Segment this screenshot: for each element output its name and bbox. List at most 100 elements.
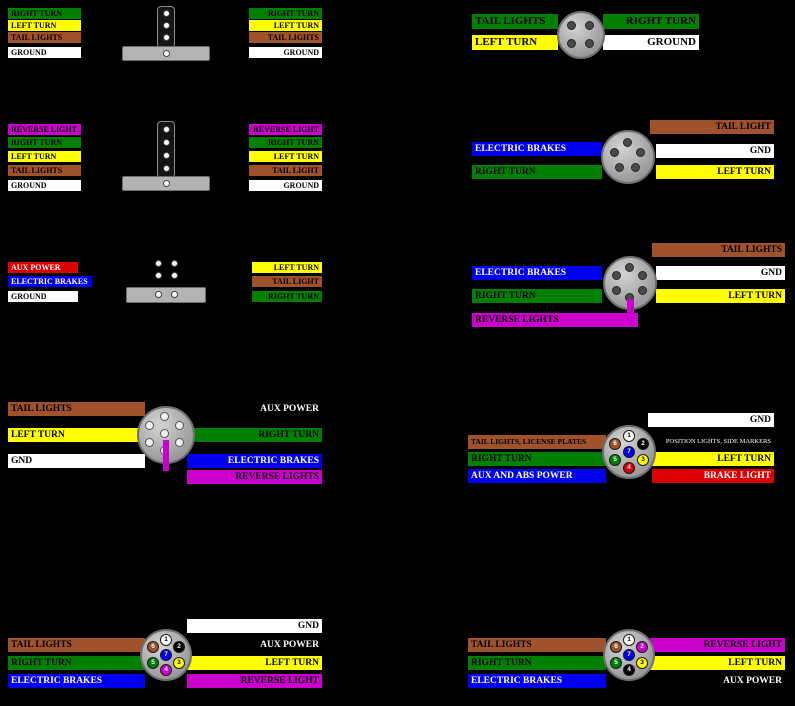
connector-socket: [160, 412, 169, 421]
connector-pin: [585, 21, 594, 30]
wire-electric-brakes: ELECTRIC BRAKES: [8, 674, 145, 688]
wire-aux-power: AUX POWER: [187, 402, 322, 416]
pin-5: 5: [610, 657, 622, 669]
pin-4: 4: [160, 664, 172, 676]
wire-right-turn: RIGHT TURN: [8, 137, 81, 148]
connector-contact: [163, 180, 170, 187]
pin-4: 4: [623, 462, 635, 474]
connector-contact: [163, 165, 170, 172]
connector-contact: [155, 291, 162, 298]
wire-reverse-light: REVERSE LIGHT: [249, 124, 322, 135]
wire-tail-light: TAIL LIGHT: [650, 120, 774, 134]
connector-socket: [145, 421, 154, 430]
connector-socket: [145, 438, 154, 447]
connector-pin: [638, 286, 647, 295]
connector-contact: [163, 139, 170, 146]
wire-right-turn: RIGHT TURN: [472, 289, 602, 303]
connector-6pin-square-body: [126, 287, 206, 303]
reverse-light-lead: [627, 299, 634, 314]
connector-contact: [163, 50, 170, 57]
wire-right-turn: RIGHT TURN: [252, 291, 322, 302]
connector-pin: [615, 163, 624, 172]
wire-tail-lights: TAIL LIGHTS: [8, 402, 145, 416]
wire-left-turn: LEFT TURN: [8, 20, 81, 31]
connector-4pin-round-body: [557, 11, 605, 59]
wire-left-turn: LEFT TURN: [472, 35, 558, 50]
connector-socket: [175, 421, 184, 430]
wire-electric-brakes: ELECTRIC BRAKES: [8, 276, 92, 287]
wire-left-turn: LEFT TURN: [656, 165, 774, 179]
pin-7: 7: [623, 446, 635, 458]
wire-ground: GROUND: [603, 35, 699, 50]
pin-3: 3: [636, 657, 648, 669]
connector-pin: [631, 163, 640, 172]
wire-gnd: GND: [656, 144, 774, 158]
connector-contact: [163, 22, 170, 29]
pin-6: 6: [609, 438, 621, 450]
connector-contact: [171, 291, 178, 298]
wire-aux-abs-power: AUX AND ABS POWER: [468, 469, 606, 483]
wire-aux-power: AUX POWER: [187, 638, 322, 652]
wire-electric-brakes: ELECTRIC BRAKES: [472, 266, 602, 280]
wire-left-turn: LEFT TURN: [249, 151, 322, 162]
connector-socket: [160, 429, 169, 438]
connector-pin: [612, 271, 621, 280]
pin-6: 6: [147, 641, 159, 653]
connector-contact: [155, 272, 162, 279]
connector-pin: [585, 39, 594, 48]
connector-contact: [163, 152, 170, 159]
wire-reverse-light: REVERSE LIGHT: [8, 124, 81, 135]
wire-electric-brakes: ELECTRIC BRAKES: [187, 454, 322, 468]
wire-position-lights-side-markers: POSITION LIGHTS, SIDE MARKERS: [652, 435, 774, 449]
wire-right-turn: RIGHT TURN: [8, 656, 145, 670]
wire-ground: GROUND: [249, 47, 322, 58]
reverse-light-lead: [163, 440, 169, 471]
wire-right-turn: RIGHT TURN: [187, 428, 322, 442]
connector-pin: [567, 39, 576, 48]
connector-pin: [636, 148, 645, 157]
wire-tail-lights: TAIL LIGHTS: [468, 638, 606, 652]
wire-tail-lights: TAIL LIGHTS: [8, 32, 81, 43]
wire-electric-brakes: ELECTRIC BRAKES: [472, 142, 602, 156]
connector-contact: [171, 260, 178, 267]
wire-gnd: GND: [656, 266, 785, 280]
pin-7: 7: [160, 649, 172, 661]
wire-gnd: GND: [187, 619, 322, 633]
wire-tail-lights: TAIL LIGHTS: [8, 165, 81, 176]
connector-pin: [567, 21, 576, 30]
wire-tail-light: TAIL LIGHT: [252, 276, 322, 287]
connector-contact: [155, 260, 162, 267]
pin-4: 4: [623, 664, 635, 676]
connector-pin: [612, 286, 621, 295]
connector-contact: [171, 272, 178, 279]
pin-7: 7: [623, 649, 635, 661]
wire-tail-lights: TAIL LIGHTS: [249, 32, 322, 43]
wire-right-turn: RIGHT TURN: [249, 137, 322, 148]
wire-gnd: GND: [648, 413, 774, 427]
wire-electric-brakes: ELECTRIC BRAKES: [468, 674, 606, 688]
wire-tail-lights: TAIL LIGHTS: [8, 638, 145, 652]
wire-ground: GROUND: [8, 291, 78, 302]
wire-aux-power: AUX POWER: [8, 262, 78, 273]
wire-right-turn: RIGHT TURN: [468, 656, 606, 670]
wire-left-turn: LEFT TURN: [187, 656, 322, 670]
pin-1: 1: [623, 430, 635, 442]
wire-left-turn: LEFT TURN: [652, 452, 774, 466]
pin-2: 2: [173, 641, 185, 653]
wire-ground: GROUND: [8, 47, 81, 58]
wire-left-turn: LEFT TURN: [8, 151, 81, 162]
wire-right-turn: RIGHT TURN: [249, 8, 322, 19]
connector-pin: [610, 148, 619, 157]
wire-ground: GROUND: [249, 180, 322, 191]
pin-3: 3: [637, 454, 649, 466]
pin-2: 2: [637, 438, 649, 450]
wire-right-turn: RIGHT TURN: [472, 165, 602, 179]
wire-reverse-lights: REVERSE LIGHTS: [187, 470, 322, 484]
wire-tail-light: TAIL LIGHT: [249, 165, 322, 176]
wire-reverse-light: REVERSE LIGHT: [650, 638, 785, 652]
pin-5: 5: [147, 657, 159, 669]
connector-contact: [163, 34, 170, 41]
wire-left-turn: LEFT TURN: [252, 262, 322, 273]
wire-tail-lights: TAIL LIGHTS: [652, 243, 785, 257]
